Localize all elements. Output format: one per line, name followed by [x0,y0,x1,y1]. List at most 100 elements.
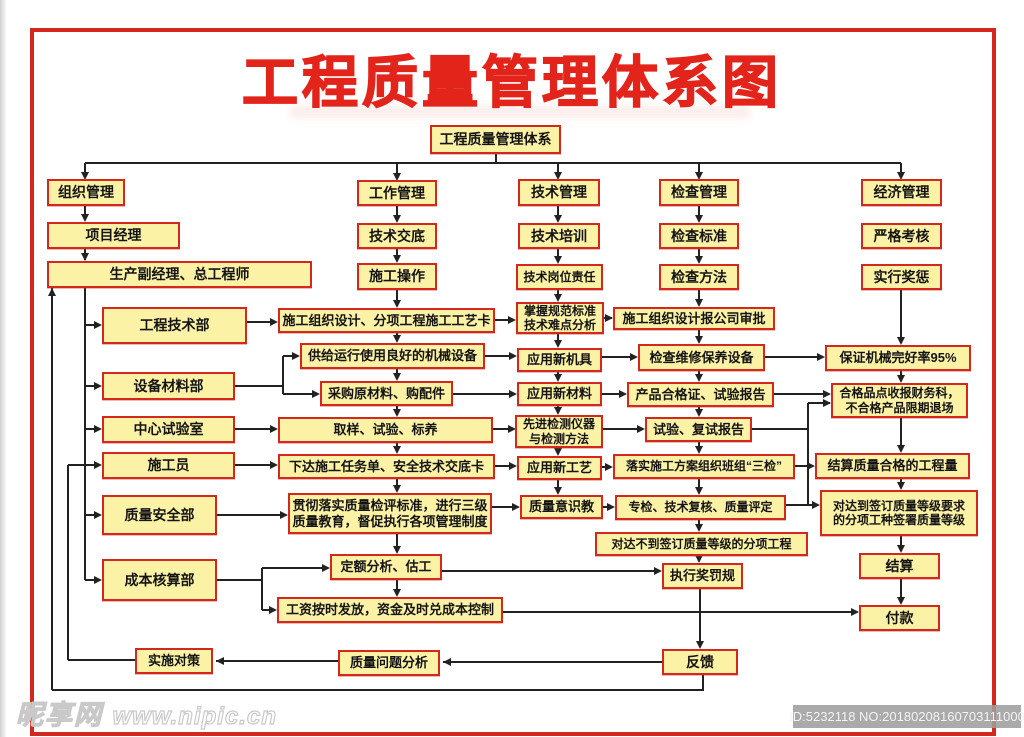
connector-line [752,428,808,430]
node-jcbz: 检查标准 [659,223,739,249]
arrowhead-icon [696,641,704,649]
arrowhead-icon [695,336,703,344]
node-gzas: 工资按时发放，资金及时兑成本控制 [277,597,503,623]
arrowhead-icon [554,294,562,302]
arrowhead-icon [81,214,89,222]
connector-line [900,290,902,343]
arrowhead-icon [48,288,56,296]
node-xjjc: 先进检测仪器 与检测方法 [515,415,603,448]
arrowhead-icon [393,335,401,343]
arrowhead-icon [508,425,516,433]
connector-line [795,465,812,467]
arrowhead-icon [509,390,517,398]
connector-line [85,514,100,516]
arrowhead-icon [292,352,300,360]
arrowhead-icon [393,485,401,493]
connector-line [495,153,497,163]
scan-edge [0,0,7,737]
arrowhead-icon [81,172,89,180]
node-jsgwzr: 技术岗位责任 [516,264,603,290]
connector-line [217,579,262,581]
arrowhead-icon [605,314,613,322]
connector-line [262,567,327,569]
arrowhead-icon [443,658,451,666]
connector-line [699,589,701,647]
arrowhead-icon [312,390,320,398]
watermark-id-bar: ID:5232118 NO:20180208160703111000 [789,705,1024,728]
title-shadow [290,106,750,118]
arrowhead-icon [630,353,638,361]
arrowhead-icon [897,597,905,605]
node-lssg: 落实施工方案组织班组“三检” [613,454,795,479]
arrowhead-icon [393,300,401,308]
connector-line [602,356,635,358]
arrowhead-icon [270,425,278,433]
watermark-site-url: www.nipic.cn [112,702,277,730]
connector-line [602,393,624,395]
node-root: 工程质量管理体系 [430,125,561,154]
arrowhead-icon [605,463,613,471]
connector-line [557,163,559,178]
connector-line [900,536,902,551]
connector-line [698,290,700,305]
connector-line [216,660,338,662]
arrowhead-icon [554,487,562,495]
arrowhead-icon [393,373,401,381]
connector-line [84,206,86,220]
connector-line [698,163,700,178]
node-cbhsb: 成本核算部 [102,559,217,601]
connector-line [557,480,559,493]
connector-line [52,689,703,691]
node-js: 结算 [859,553,940,579]
arrowhead-icon [554,374,562,382]
connector-line [774,393,829,395]
connector-line [85,324,100,326]
connector-line [68,659,135,661]
arrowhead-icon [619,390,627,398]
arrowhead-icon [393,446,401,454]
connector-line [283,393,316,395]
arrowhead-icon [823,399,831,407]
watermark-site: 昵享网 www.nipic.cn [15,693,277,732]
node-jsjd: 技术交底 [357,223,437,249]
arrowhead-icon [897,445,905,453]
connector-line [557,249,559,262]
connector-line [495,465,514,467]
arrowhead-icon [695,374,703,382]
arrowhead-icon [393,255,401,263]
arrowhead-icon [270,318,278,326]
connector-line [283,355,296,357]
arrowhead-icon [695,524,703,532]
connector-line [68,464,98,466]
arrowhead-icon [322,564,330,572]
node-sbclb: 设备材料部 [102,372,235,400]
connector-line [396,580,398,595]
arrowhead-icon [554,448,562,456]
arrowhead-icon [695,172,703,180]
node-zlwtfx: 质量问题分析 [338,650,440,676]
connector-line [396,163,398,178]
arrowhead-icon [897,545,905,553]
connector-line [698,479,700,493]
arrowhead-icon [270,461,278,469]
arrowhead-icon [897,482,905,490]
node-tech: 技术管理 [518,179,600,206]
node-zlysj: 质量意识教 [520,495,603,519]
node-org: 组织管理 [47,179,125,206]
arrowhead-icon [654,567,662,575]
connector-line [443,661,662,663]
arrowhead-icon [897,337,905,345]
arrowhead-icon [512,503,520,511]
arrowhead-icon [216,657,224,665]
arrowhead-icon [94,511,102,519]
connector-line [493,428,513,430]
arrowhead-icon [94,425,102,433]
node-sxjc: 实行奖惩 [861,264,942,290]
arrowhead-icon [393,173,401,181]
arrowhead-icon [812,501,820,509]
connector-line [235,428,275,430]
arrowhead-icon [94,382,102,390]
node-econ: 经济管理 [861,179,942,206]
node-sgy: 施工员 [102,452,235,479]
node-fkuan: 付款 [859,605,940,631]
